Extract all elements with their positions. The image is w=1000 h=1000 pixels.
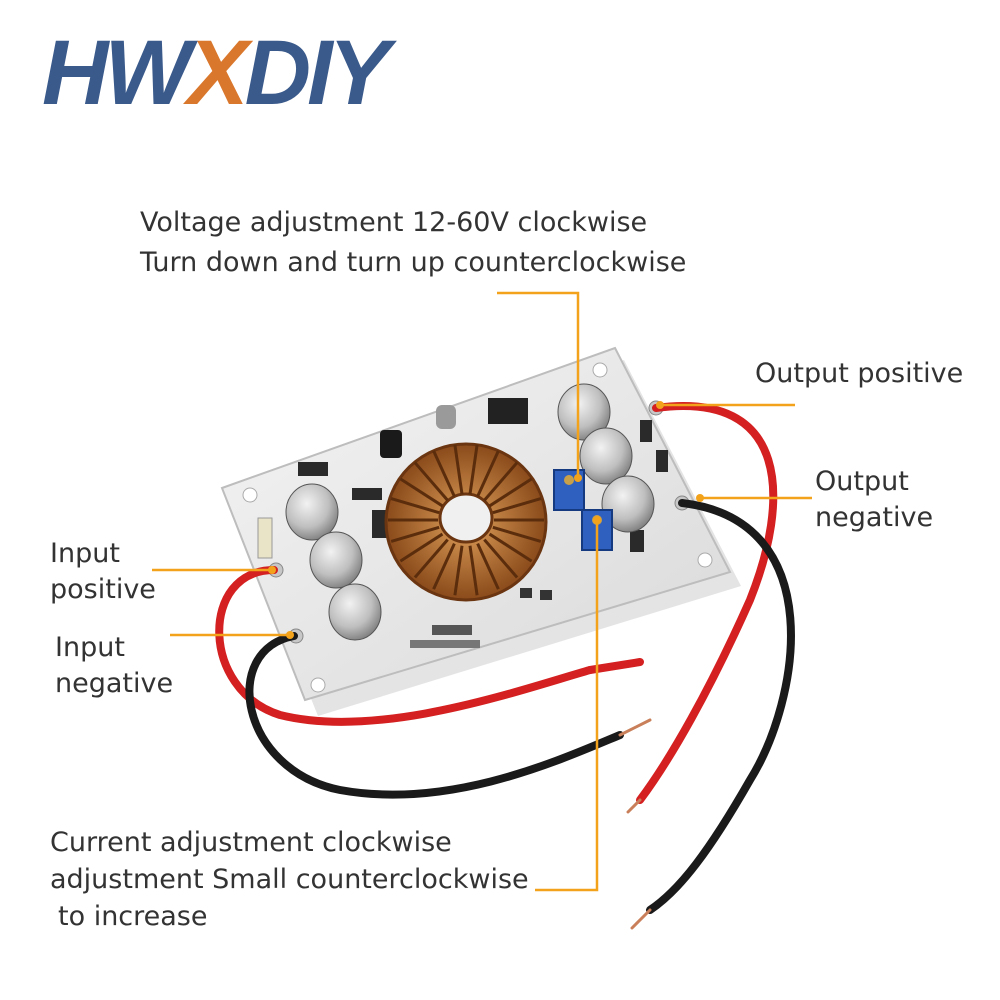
input-positive-label-line2: positive	[50, 574, 156, 605]
input-positive-label-line1: Input	[50, 538, 120, 569]
capacitors-right	[557, 383, 655, 533]
voltage-label-line1: Voltage adjustment 12-60V clockwise	[140, 207, 648, 238]
coil-winding	[483, 461, 519, 502]
input-negative-wire	[245, 632, 624, 799]
capacitors-left	[285, 483, 382, 641]
input-negative-label-line2: negative	[55, 668, 174, 699]
current-label-line2: adjustment Small counterclockwise	[50, 864, 529, 895]
input-positive-wire	[215, 566, 594, 726]
coil-winding	[476, 450, 500, 497]
output-positive-wire	[636, 402, 778, 804]
coil-winding	[453, 444, 464, 495]
output-negative-label-line2: negative	[815, 502, 934, 533]
wires	[215, 402, 795, 930]
coil-winding	[468, 545, 479, 596]
coil-winding	[468, 444, 479, 495]
output-negative-wire	[646, 499, 795, 914]
output-negative-label-line1: Output	[815, 466, 909, 497]
logo-text-part3: DIY	[244, 22, 390, 124]
coil-winding	[432, 543, 456, 590]
logo-text-part2: X	[187, 22, 248, 124]
coil-winding	[399, 532, 444, 563]
coil-winding	[492, 497, 542, 515]
coil-winding	[413, 461, 449, 502]
current-label-line3: to increase	[58, 901, 208, 932]
coil-winding	[390, 525, 440, 543]
coil-winding	[488, 477, 533, 508]
pointer-lines	[152, 291, 812, 892]
coil-winding	[483, 538, 519, 579]
voltage-label-line2: Turn down and turn up counterclockwise	[140, 247, 687, 278]
logo-text-part1: HW	[42, 22, 191, 124]
smd-components	[257, 398, 668, 648]
input-negative-label-line1: Input	[55, 632, 125, 663]
output-positive-label: Output positive	[755, 358, 964, 389]
brand-logo: HWX DIY	[42, 22, 390, 124]
coil-winding	[492, 525, 542, 543]
coil-winding	[390, 497, 440, 515]
pointer-dots	[268, 401, 704, 639]
toroid-inductor	[384, 442, 548, 602]
coil-winding	[488, 532, 533, 563]
coil-winding	[476, 543, 500, 590]
coil-winding	[432, 450, 456, 497]
current-pointer	[535, 520, 599, 892]
current-label-line1: Current adjustment clockwise	[50, 827, 452, 858]
voltage-pointer	[497, 291, 580, 478]
coil-winding	[399, 477, 444, 508]
coil-winding	[453, 545, 464, 596]
coil-winding	[413, 538, 449, 579]
